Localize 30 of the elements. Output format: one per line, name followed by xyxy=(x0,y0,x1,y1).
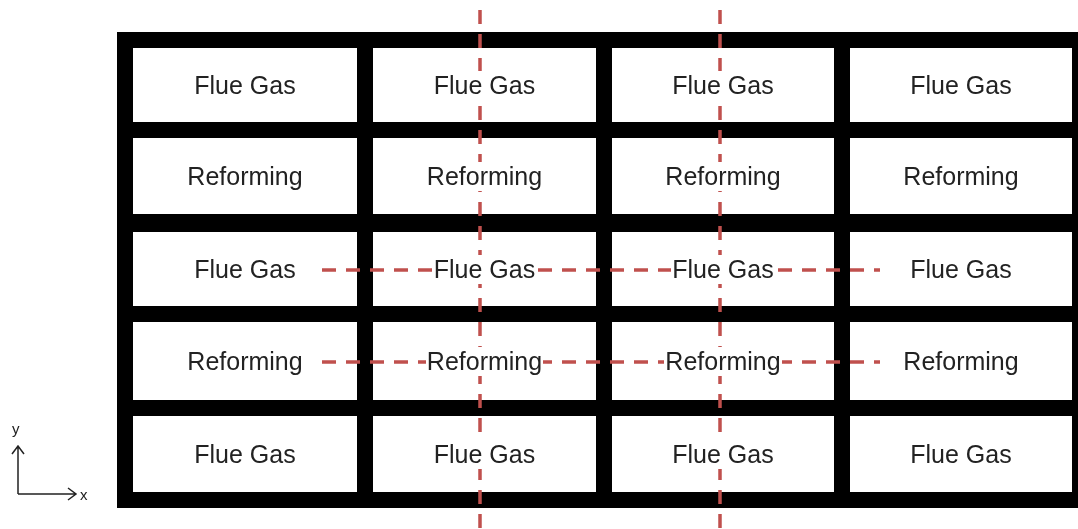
cell-box xyxy=(133,138,357,214)
cell-box xyxy=(850,138,1072,214)
cell-box xyxy=(373,322,596,400)
cell-box xyxy=(612,48,834,122)
cell-box xyxy=(133,48,357,122)
cell-box xyxy=(850,232,1072,306)
cell-box xyxy=(133,322,357,400)
cell-label: Reforming xyxy=(425,346,544,376)
cell-box xyxy=(373,416,596,492)
cell-label: Flue Gas xyxy=(432,439,537,469)
cell-label: Flue Gas xyxy=(671,254,775,284)
cell-box xyxy=(850,322,1072,400)
cell-box xyxy=(612,232,834,306)
cell-box xyxy=(850,48,1072,122)
axis-label: x xyxy=(80,486,88,503)
cell-box xyxy=(612,416,834,492)
cell-box xyxy=(373,232,596,306)
cell-box xyxy=(850,416,1072,492)
cell-box xyxy=(612,322,834,400)
cell-label: Reforming xyxy=(664,346,782,376)
cell-box xyxy=(373,48,596,122)
cell-label: Reforming xyxy=(425,161,544,191)
cell-box xyxy=(373,138,596,214)
cell-box xyxy=(612,138,834,214)
cell-label: Reforming xyxy=(664,161,782,191)
cell-label: Flue Gas xyxy=(671,439,775,469)
cell-box xyxy=(133,416,357,492)
cell-label: Flue Gas xyxy=(432,254,537,284)
cell-box xyxy=(133,232,357,306)
axis-label: y xyxy=(12,420,20,437)
